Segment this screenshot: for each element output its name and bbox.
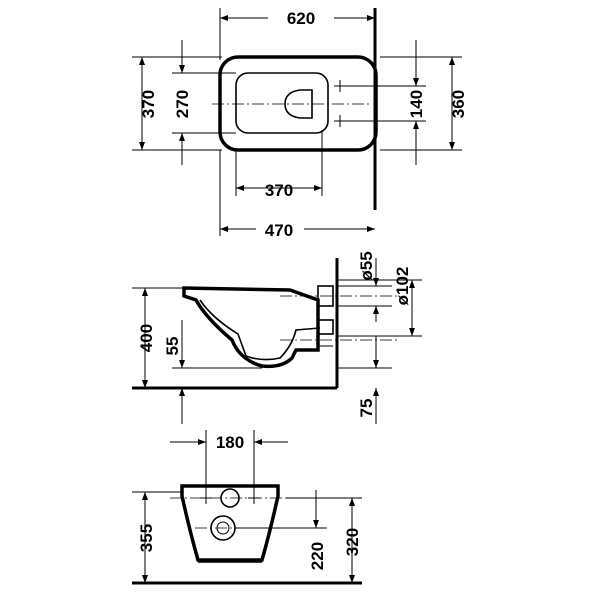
dim-370-horizontal: 370 (265, 181, 293, 200)
dim-180: 180 (216, 433, 244, 452)
bowl-outline-top (218, 55, 378, 152)
dim-320: 320 (343, 528, 362, 556)
dim-620: 620 (287, 9, 315, 28)
outlet-pipe-side (317, 285, 334, 307)
outlet-shape-top (284, 89, 313, 119)
dim-220: 220 (308, 542, 327, 570)
dim-75: 75 (357, 399, 376, 418)
dim-370-vertical: 370 (139, 90, 158, 118)
dim-diameter-102: ø102 (393, 267, 412, 306)
seat-inner-top (235, 72, 329, 134)
front-view: 180 355 220 320 (132, 430, 362, 585)
top-view: 620 370 270 140 360 370 (132, 8, 468, 240)
dim-470: 470 (265, 221, 293, 240)
dim-270: 270 (173, 90, 192, 118)
dim-140: 140 (407, 90, 426, 118)
dim-355: 355 (137, 524, 156, 552)
side-view: ø55 ø102 75 400 55 (132, 251, 422, 424)
inlet-pipe-side (317, 319, 334, 335)
fixing-mark-upper (334, 80, 346, 92)
fixing-mark-lower (334, 115, 346, 127)
dim-360: 360 (449, 90, 468, 118)
bowl-profile-side (182, 286, 320, 369)
dim-diameter-55: ø55 (357, 251, 376, 280)
bowl-outline-front (180, 484, 280, 562)
bowl-inner-side (199, 299, 321, 361)
dim-55: 55 (163, 337, 182, 356)
dim-400: 400 (137, 324, 156, 352)
